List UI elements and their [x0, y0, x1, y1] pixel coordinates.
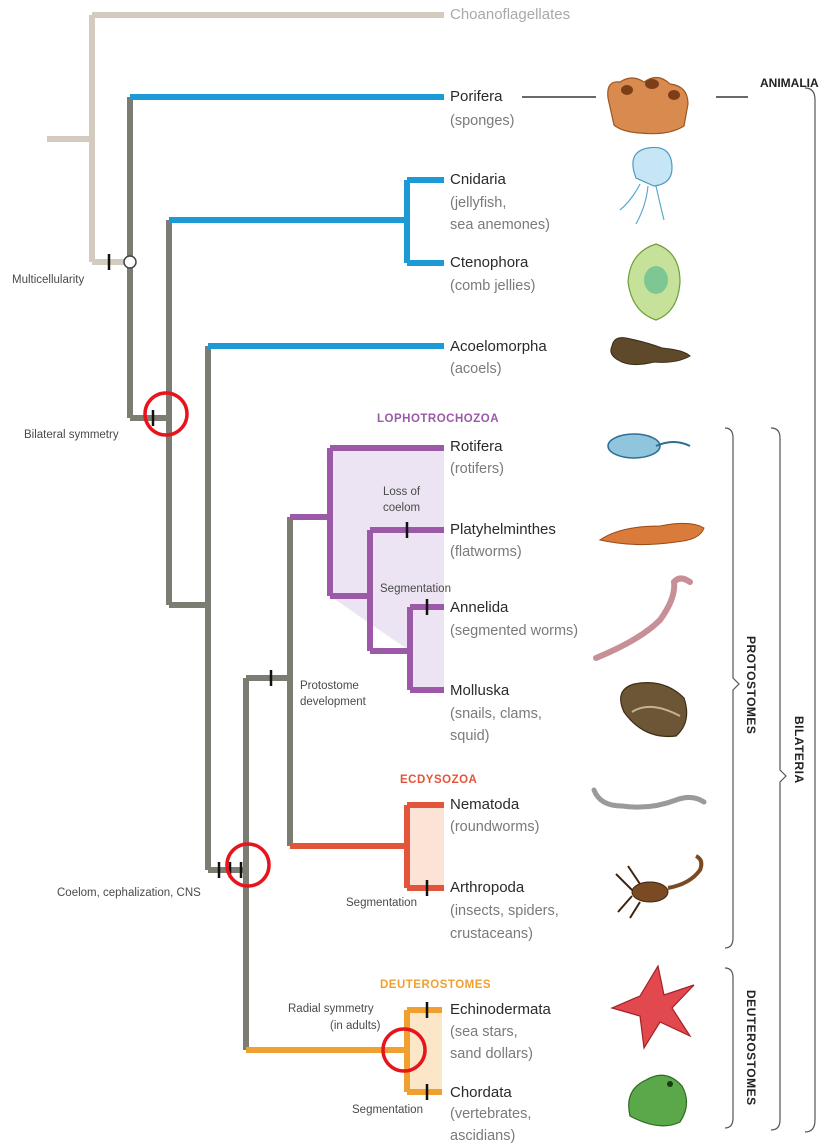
clam-illustration: [621, 683, 687, 737]
arthropoda-common-name-2: crustaceans): [450, 927, 533, 942]
sponge-illustration: [608, 77, 688, 133]
platyhelminthes-label: Platyhelminthes: [450, 522, 556, 537]
acoelomorpha-label: Acoelomorpha: [450, 339, 547, 354]
multicellularity-node-marker: [124, 256, 136, 268]
basal-branches: [130, 97, 444, 346]
ecdysozoa-header: ECDYSOZOA: [400, 775, 477, 787]
choanoflagellates-label: Choanoflagellates: [450, 7, 570, 22]
nematoda-label: Nematoda: [450, 797, 519, 812]
stem-branches: [130, 97, 290, 1050]
segmentation-arthropoda-label: Segmentation: [346, 898, 417, 910]
rotifera-common-name: (rotifers): [450, 462, 504, 477]
animalia-label: ANIMALIA: [760, 77, 819, 89]
porifera-common-name: (sponges): [450, 114, 514, 129]
radial-symmetry-label-2: (in adults): [330, 1021, 381, 1033]
jellyfish-illustration: [620, 147, 672, 224]
loss-of-coelom-label-1: Loss of: [383, 487, 420, 499]
comb-jelly-illustration: [628, 244, 680, 320]
flatworm-illustration: [600, 523, 704, 544]
ctenophora-label: Ctenophora: [450, 255, 528, 270]
bracket-lines: [725, 88, 815, 1132]
ecdysozoa-clade-fill: [407, 805, 444, 888]
chordata-common-name-1: (vertebrates,: [450, 1107, 531, 1122]
scorpion-illustration: [616, 856, 701, 918]
molluska-label: Molluska: [450, 683, 509, 698]
annelida-common-name: (segmented worms): [450, 624, 578, 639]
acoel-illustration: [611, 338, 690, 365]
platyhelminthes-common-name: (flatworms): [450, 545, 522, 560]
lophotrochozoa-header: LOPHOTROCHOZOA: [377, 414, 499, 426]
ctenophora-common-name: (comb jellies): [450, 279, 535, 294]
sea-star-illustration: [612, 966, 694, 1048]
annelid-illustration: [596, 579, 690, 659]
multicellularity-label: Multicellularity: [12, 275, 84, 287]
annelida-label: Annelida: [450, 600, 508, 615]
echinodermata-common-name-2: sand dollars): [450, 1047, 533, 1062]
arthropoda-common-name-1: (insects, spiders,: [450, 904, 559, 919]
cnidaria-label: Cnidaria: [450, 172, 506, 187]
bilateral-symmetry-label: Bilateral symmetry: [24, 430, 119, 442]
segmentation-annelida-label: Segmentation: [380, 584, 451, 596]
molluska-common-name-1: (snails, clams,: [450, 707, 542, 722]
deuterostomes-bracket-label: DEUTEROSTOMES: [744, 990, 758, 1106]
arthropoda-label: Arthropoda: [450, 880, 524, 895]
rotifera-label: Rotifera: [450, 439, 503, 454]
echinodermata-common-name-1: (sea stars,: [450, 1025, 518, 1040]
frog-illustration: [629, 1075, 687, 1126]
segmentation-chordata-label: Segmentation: [352, 1105, 423, 1117]
molluska-common-name-2: squid): [450, 729, 490, 744]
porifera-label: Porifera: [450, 89, 503, 104]
acoelomorpha-common-name: (acoels): [450, 362, 502, 377]
roundworm-illustration: [594, 790, 704, 807]
protostome-development-label-2: development: [300, 697, 366, 709]
bilateria-bracket-label: BILATERIA: [792, 716, 806, 784]
coelom-cephalization-cns-label: Coelom, cephalization, CNS: [57, 888, 201, 900]
cnidaria-common-name-1: (jellyfish,: [450, 196, 506, 211]
deuterostomes-header: DEUTEROSTOMES: [380, 980, 491, 992]
radial-symmetry-label-1: Radial symmetry: [288, 1004, 374, 1016]
chordata-common-name-2: ascidians): [450, 1129, 515, 1144]
protostomes-bracket-label: PROTOSTOMES: [744, 636, 758, 734]
rotifer-illustration: [608, 434, 690, 458]
echinodermata-label: Echinodermata: [450, 1002, 551, 1017]
cnidaria-common-name-2: sea anemones): [450, 218, 550, 233]
loss-of-coelom-label-2: coelom: [383, 503, 420, 515]
nematoda-common-name: (roundworms): [450, 820, 539, 835]
outgroup-branches: [47, 15, 444, 262]
protostome-development-label-1: Protostome: [300, 681, 359, 693]
chordata-label: Chordata: [450, 1085, 512, 1100]
